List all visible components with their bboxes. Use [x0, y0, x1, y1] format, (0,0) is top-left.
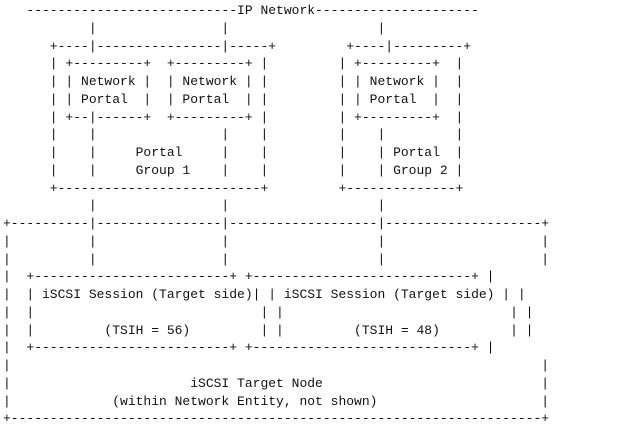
diagram-line: | | Network | | Network | | | | Network … — [3, 74, 464, 89]
diagram-line: | | | | | — [3, 251, 550, 267]
diagram-line: +--------------------------+ +----------… — [3, 180, 464, 196]
diagram-line: | +-------------------------+ +---------… — [3, 269, 495, 285]
diagram-line: ---------------------------IP Network---… — [3, 3, 479, 18]
iscsi-target-diagram: ---------------------------IP Network---… — [3, 2, 549, 428]
diagram-line: | | (TSIH = 56) | | (TSIH = 48) | | — [3, 322, 534, 338]
diagram-line: | | | | | | | — [3, 127, 464, 143]
diagram-line: | +-------------------------+ +---------… — [3, 340, 495, 356]
diagram-line: | +--|------+ +---------+ | | +---------… — [3, 109, 464, 125]
diagram-line: | | — [3, 358, 550, 373]
diagram-line: | | Portal | | | | Portal | — [3, 145, 464, 160]
diagram-line: | | Group 1 | | | | Group 2 | — [3, 162, 464, 178]
diagram-line: | | iSCSI Session (Target side)| | iSCSI… — [3, 287, 526, 302]
diagram-line: +---------------------------------------… — [3, 411, 550, 427]
diagram-line: | | | — [3, 20, 386, 36]
diagram-line: | | | | | — [3, 233, 550, 249]
diagram-line: | (within Network Entity, not shown) | — [3, 393, 550, 409]
diagram-line: | +---------+ +---------+ | | +---------… — [3, 56, 464, 72]
diagram-line: +----|----------------|-----+ +----|----… — [3, 38, 472, 54]
diagram-line: | iSCSI Target Node | — [3, 375, 550, 391]
diagram-line: | | | | | | — [3, 304, 534, 320]
diagram-line: +----------|----------------|-----------… — [3, 216, 550, 231]
diagram-line: | | | — [3, 198, 386, 214]
diagram-line: | | Portal | | Portal | | | | Portal | | — [3, 91, 464, 107]
